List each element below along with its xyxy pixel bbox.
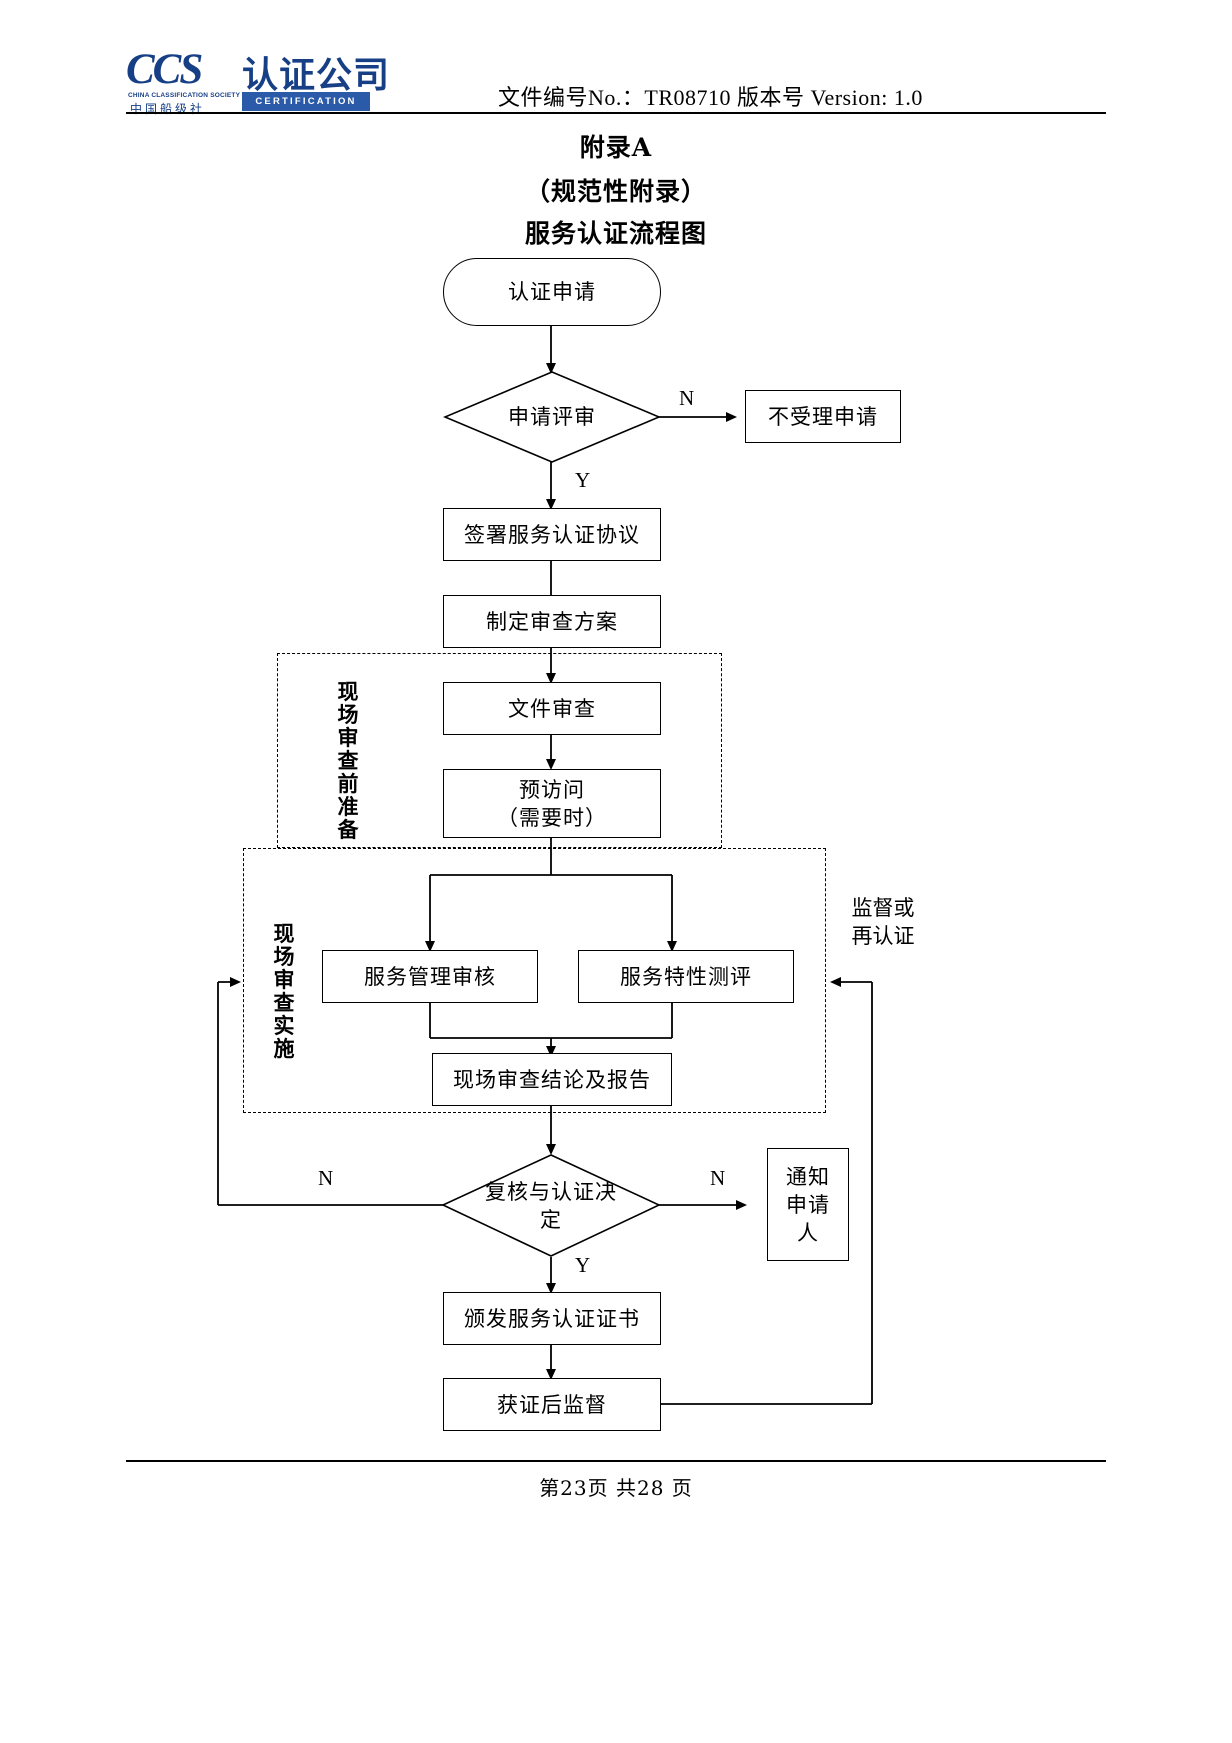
page-header: CCS CHINA CLASSIFICATION SOCIETY 中国船级社 认…: [0, 0, 1232, 122]
page-footer: 第23页 共28 页: [539, 1476, 693, 1500]
node-reject-application[interactable]: 不受理申请: [745, 390, 901, 443]
supervision-label-line2: 再认证: [851, 924, 915, 948]
logo-certification-bar: CERTIFICATION: [242, 92, 370, 111]
group-pre-onsite: [277, 653, 722, 848]
normative-subtitle: （规范性附录）: [524, 177, 707, 206]
node-onsite-conclusion-report[interactable]: 现场审查结论及报告: [432, 1053, 672, 1106]
edge-label-no-review-notify: N: [710, 1166, 726, 1190]
logo-ccs-letters: CCS: [126, 46, 203, 93]
node-start-application[interactable]: 认证申请: [443, 258, 661, 326]
node-previsit[interactable]: 预访问 （需要时）: [443, 769, 661, 838]
flowchart-title: 服务认证流程图: [524, 219, 707, 248]
node-notify-applicant-line1: 通知: [786, 1164, 830, 1189]
edge-label-no-application-review: N: [679, 386, 695, 410]
appendix-title: 附录A: [579, 133, 653, 162]
node-decision-review-and-certification[interactable]: 复核与认证决定: [441, 1153, 661, 1258]
edge-label-yes-review: Y: [575, 1253, 591, 1277]
node-document-review[interactable]: 文件审查: [443, 682, 661, 735]
header-divider: [126, 112, 1106, 114]
node-notify-applicant-line2: 申请: [786, 1192, 830, 1217]
node-decision-application-review-label: 申请评审: [508, 405, 596, 429]
flow-connectors: [217, 325, 873, 1405]
node-sign-agreement[interactable]: 签署服务认证协议: [443, 508, 661, 561]
node-make-review-plan[interactable]: 制定审查方案: [443, 595, 661, 648]
ccs-logo: CCS CHINA CLASSIFICATION SOCIETY 中国船级社 认…: [126, 46, 389, 117]
logo-company-cn: 认证公司: [242, 55, 391, 96]
group-onsite-exec: [243, 848, 826, 1113]
node-notify-applicant-line3: 人: [797, 1220, 819, 1245]
edge-label-supervision-or-recertification: 监督或 再认证: [828, 894, 938, 950]
document-meta: 文件编号No.：TR08710 版本号 Version: 1.0: [498, 85, 923, 110]
node-previsit-line1: 预访问: [519, 777, 585, 802]
footer-divider: [126, 1460, 1106, 1462]
edge-label-no-review-loopback: N: [318, 1166, 334, 1190]
node-previsit-line2: （需要时）: [497, 805, 607, 830]
node-service-management-audit[interactable]: 服务管理审核: [322, 950, 538, 1003]
node-issue-certificate[interactable]: 颁发服务认证证书: [443, 1292, 661, 1345]
group-label-pre-onsite: 现场审查前准备: [337, 679, 359, 842]
node-decision-review-and-certification-label: 复核与认证决定: [485, 1179, 617, 1232]
node-post-certification-supervision[interactable]: 获证后监督: [443, 1378, 661, 1431]
supervision-label-line1: 监督或: [851, 896, 915, 920]
flowchart: 认证申请 申请评审 不受理申请 签署服务认证协议 制定审查方案 文件审查 预访问…: [0, 250, 1232, 1431]
node-decision-application-review[interactable]: 申请评审: [443, 370, 661, 464]
edge-label-yes-application-review: Y: [575, 468, 591, 492]
logo-certification-text: CERTIFICATION: [255, 96, 357, 107]
logo-subtitle-cn: 中国船级社: [130, 102, 206, 116]
node-service-feature-evaluation[interactable]: 服务特性测评: [578, 950, 794, 1003]
group-label-onsite-exec: 现场审查实施: [273, 921, 295, 1061]
logo-subtitle-en: CHINA CLASSIFICATION SOCIETY: [128, 92, 241, 99]
node-notify-applicant[interactable]: 通知 申请 人: [767, 1148, 849, 1261]
